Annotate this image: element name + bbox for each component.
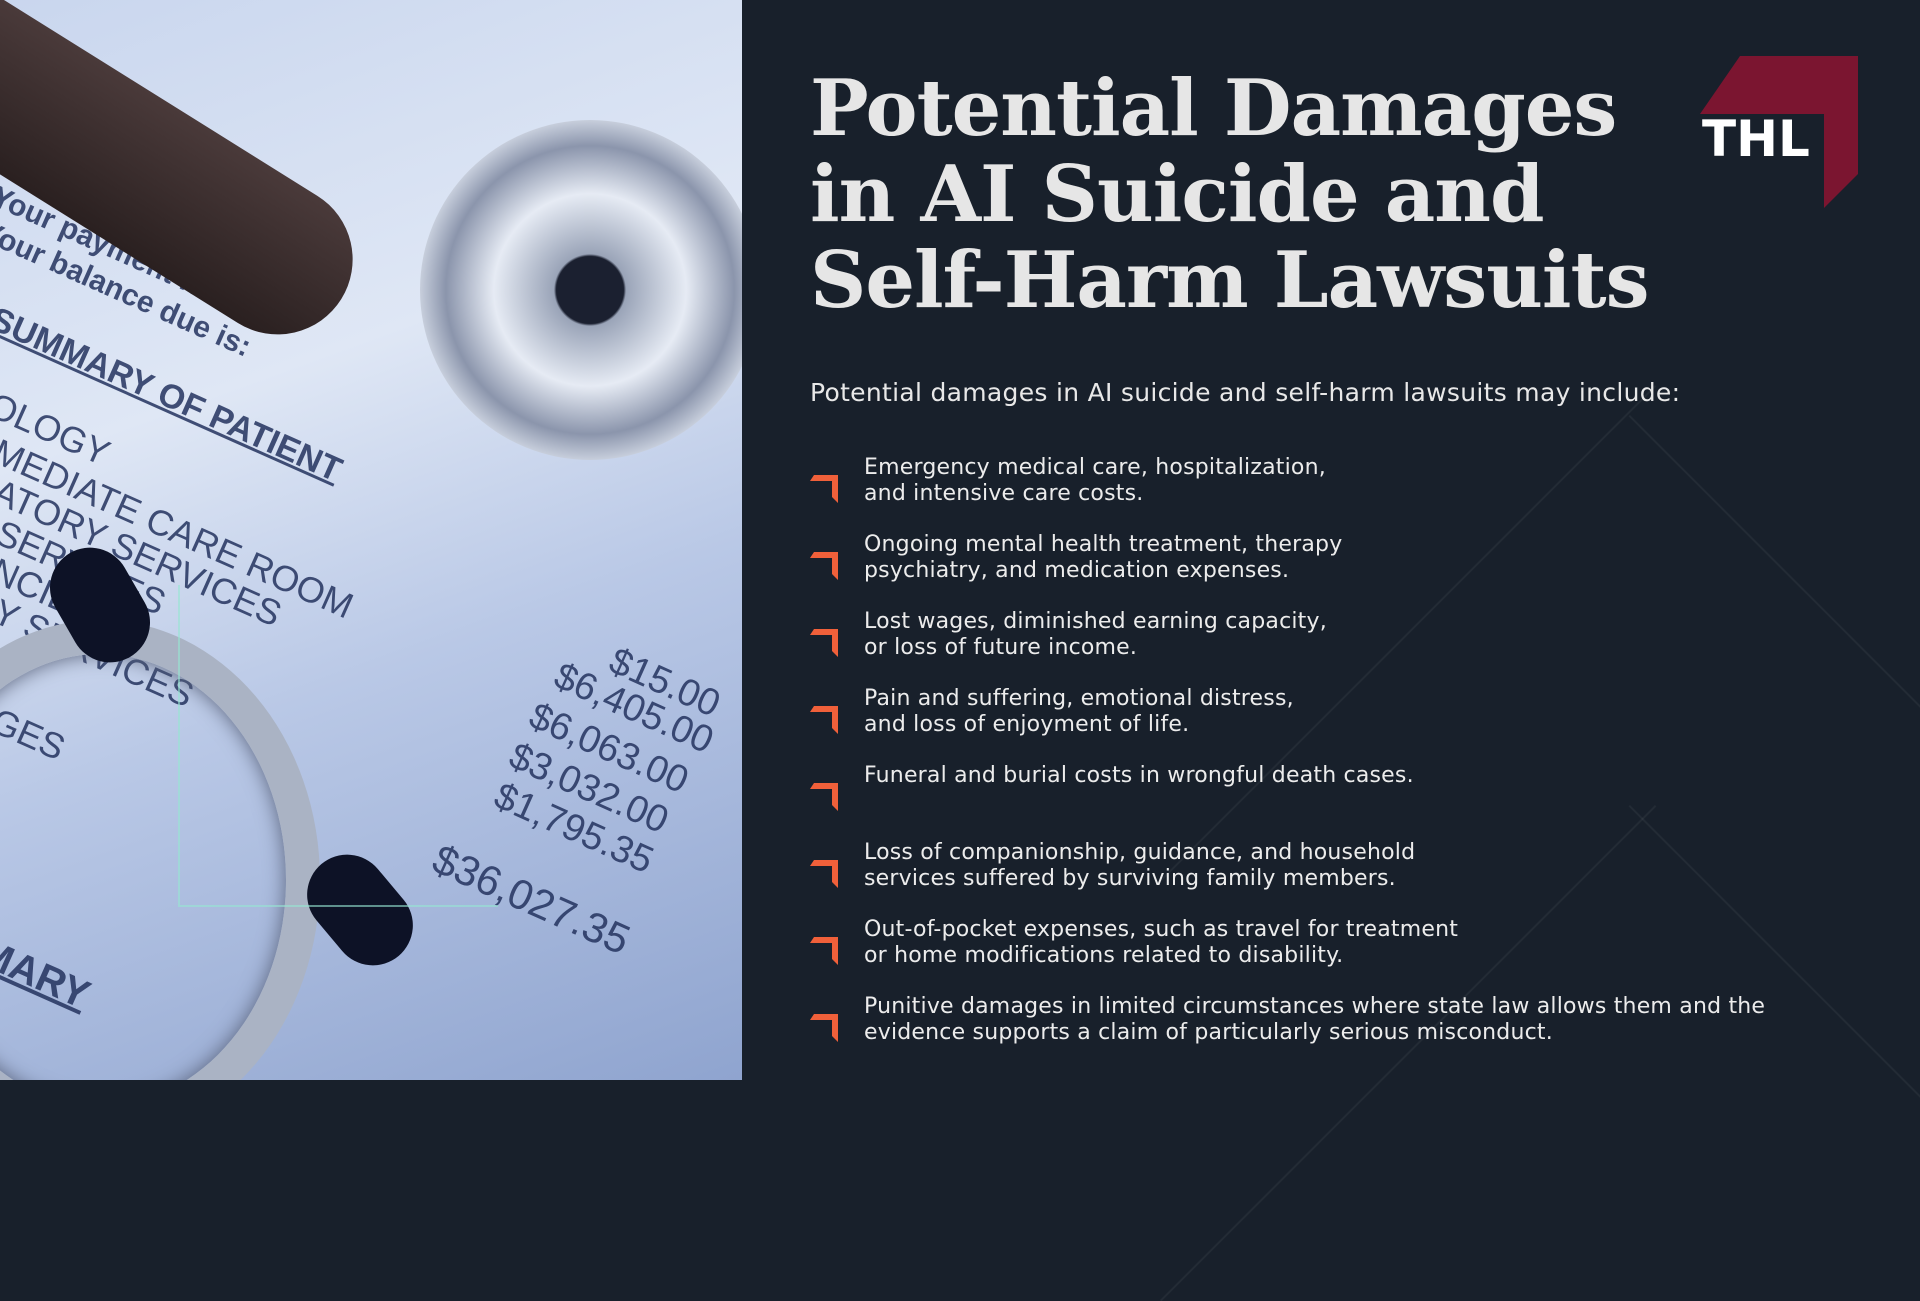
list-item: Punitive damages in limited circumstance…: [810, 994, 1765, 1071]
list-item-text: Emergency medical care, hospitalization,…: [864, 455, 1326, 506]
list-item-text: Punitive damages in limited circumstance…: [864, 994, 1766, 1045]
list-item: Emergency medical care, hospitalization,…: [810, 455, 1765, 532]
chevron-bullet-icon: [810, 917, 864, 969]
chevron-bullet-icon: [810, 609, 864, 661]
title-line: Self-Harm Lawsuits: [810, 235, 1649, 326]
list-item-text: Out-of-pocket expenses, such as travel f…: [864, 917, 1459, 968]
page-title: Potential Damages in AI Suicide and Self…: [810, 63, 1649, 326]
thl-logo: THL: [1700, 56, 1858, 208]
list-item-text: Lost wages, diminished earning capacity,…: [864, 609, 1327, 660]
title-line: in AI Suicide and: [810, 149, 1545, 240]
list-item: Loss of companionship, guidance, and hou…: [810, 840, 1765, 917]
hero-photo-medical-bill-stethoscope: Your payment is due: Your balance due is…: [0, 0, 742, 1080]
intro-text: Potential damages in AI suicide and self…: [810, 378, 1681, 407]
title-line: Potential Damages: [810, 63, 1617, 154]
list-item-text: Ongoing mental health treatment, therapy…: [864, 532, 1343, 583]
stethoscope-ring: [0, 620, 320, 1080]
list-item: Out-of-pocket expenses, such as travel f…: [810, 917, 1765, 994]
stethoscope-chestpiece: [420, 120, 742, 460]
chevron-bullet-icon: [810, 455, 864, 507]
chevron-bullet-icon: [810, 532, 864, 584]
list-item-text: Funeral and burial costs in wrongful dea…: [864, 763, 1414, 788]
list-item: Funeral and burial costs in wrongful dea…: [810, 763, 1765, 840]
damages-list: Emergency medical care, hospitalization,…: [810, 455, 1765, 1071]
list-item: Ongoing mental health treatment, therapy…: [810, 532, 1765, 609]
chevron-bullet-icon: [810, 686, 864, 738]
list-item-text: Pain and suffering, emotional distress, …: [864, 686, 1294, 737]
chevron-bullet-icon: [810, 840, 864, 892]
chevron-bullet-icon: [810, 763, 864, 815]
decorative-line: [178, 905, 498, 907]
list-item: Pain and suffering, emotional distress, …: [810, 686, 1765, 763]
list-item: Lost wages, diminished earning capacity,…: [810, 609, 1765, 686]
list-item-text: Loss of companionship, guidance, and hou…: [864, 840, 1416, 891]
chevron-bullet-icon: [810, 994, 864, 1046]
decorative-line: [178, 585, 180, 905]
svg-text:THL: THL: [1702, 110, 1810, 168]
